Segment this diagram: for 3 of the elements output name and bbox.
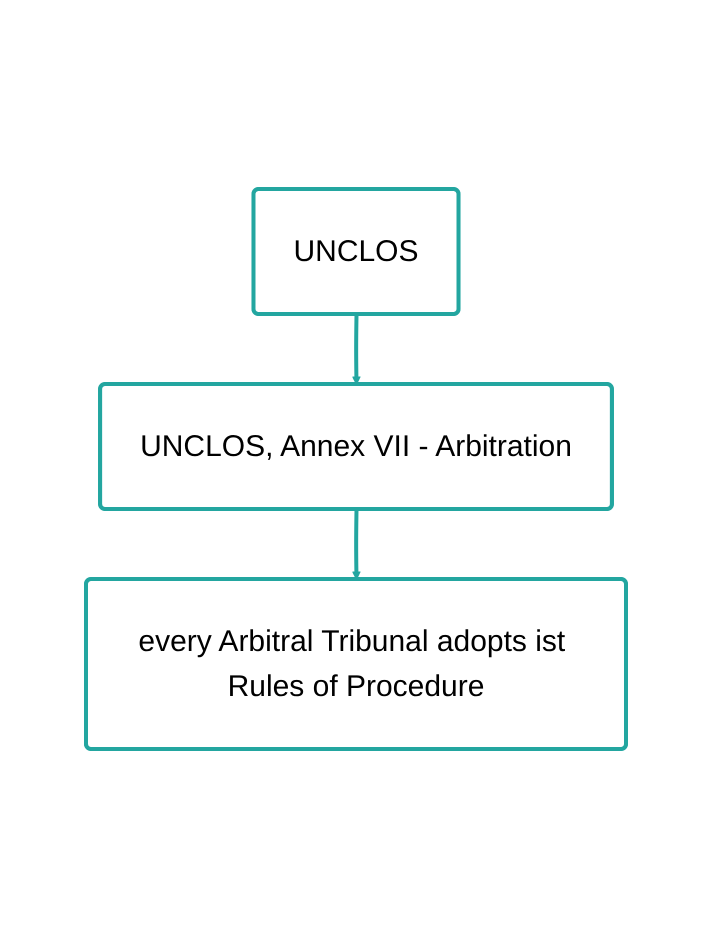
arrow <box>352 314 361 384</box>
node-text: every Arbitral Tribunal adopts ist Rules of Procedure <box>138 624 566 702</box>
arrow <box>352 508 361 580</box>
